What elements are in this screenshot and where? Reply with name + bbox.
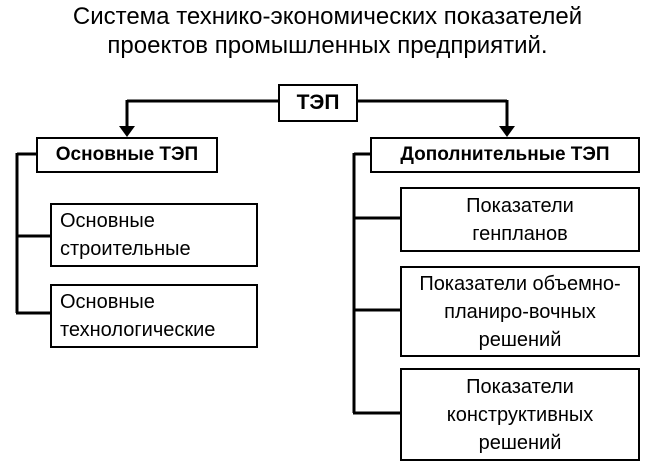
additional-tep-label: Дополнительные ТЭП <box>400 144 610 165</box>
title-line-1: Система технико-экономических показателе… <box>72 3 583 30</box>
additional-item-space-planning-line-3: решений <box>478 328 562 351</box>
main-item-technology: Основные технологические <box>50 284 258 348</box>
main-item-technology-line-1: Основные <box>60 291 155 313</box>
arrow-head-left <box>119 126 135 137</box>
additional-item-space-planning-line-1: Показатели объемно- <box>419 272 621 295</box>
additional-item-structural-line-3: решений <box>478 431 562 454</box>
main-tep-node: Основные ТЭП <box>36 137 218 173</box>
main-tep-label: Основные ТЭП <box>55 144 199 165</box>
root-node-tep: ТЭП <box>278 84 358 122</box>
main-item-technology-line-2: технологические <box>60 319 216 341</box>
additional-tep-node: Дополнительные ТЭП <box>370 137 640 173</box>
additional-item-structural-line-2: конструктивных <box>446 403 594 426</box>
main-item-construction-line-2: строительные <box>60 238 191 260</box>
main-item-construction-line-1: Основные <box>60 210 155 232</box>
main-item-construction: Основные строительные <box>50 203 258 267</box>
additional-item-site-plan-line-1: Показатели <box>466 194 574 217</box>
arrow-head-right <box>499 126 515 137</box>
additional-item-site-plan-line-2: генпланов <box>472 222 568 245</box>
title-line-2: проектов промышленных предприятий. <box>107 32 548 59</box>
diagram-title: Система технико-экономических показателе… <box>0 2 655 60</box>
additional-item-space-planning: Показатели объемно- планиро-вочных решен… <box>400 266 640 357</box>
additional-item-structural-line-1: Показатели <box>466 375 574 398</box>
additional-item-space-planning-line-2: планиро-вочных <box>444 300 596 323</box>
additional-item-site-plan: Показатели генпланов <box>400 187 640 252</box>
additional-item-structural: Показатели конструктивных решений <box>400 368 640 461</box>
root-node-label: ТЭП <box>296 91 340 114</box>
